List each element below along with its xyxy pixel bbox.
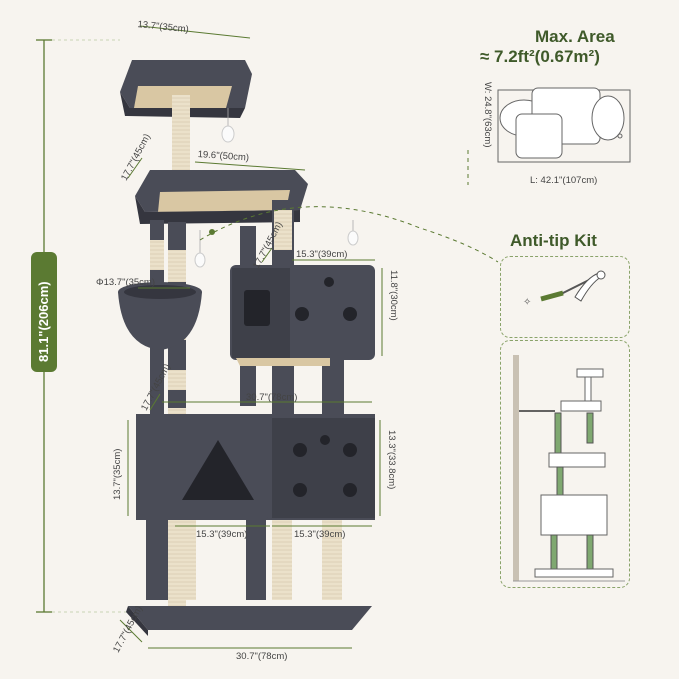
max-area-value: ≈ 7.2ft²(0.67m²) xyxy=(480,47,600,66)
condo-height-upper-label: 11.8"(30cm) xyxy=(388,270,399,321)
anti-tip-installation-diagram xyxy=(513,355,625,582)
dimension-lines xyxy=(119,25,383,649)
floor-plan-length-label: L: 42.1"(107cm) xyxy=(530,175,598,186)
total-height-badge xyxy=(31,252,57,372)
base-board xyxy=(126,606,372,636)
floor-plan-width-label: W: 24.8"(63cm) xyxy=(482,82,493,148)
lower-condo-width-left-label: 15.3"(39cm) xyxy=(196,529,248,540)
condo-width-upper-label: 15.3"(39cm) xyxy=(296,249,348,260)
upper-condo xyxy=(230,265,375,366)
anti-tip-hardware-diagram: ✧ xyxy=(523,270,606,308)
lower-condo-height-right-label: 13.3"(33.8cm) xyxy=(386,430,397,490)
anti-tip-installation-panel xyxy=(500,340,630,588)
sisal-post-top xyxy=(172,95,190,175)
upper-platform xyxy=(135,170,308,224)
total-height-label: 81.1"(206cm) xyxy=(36,281,51,362)
floor-plan-diagram xyxy=(497,87,631,163)
hammock-basket xyxy=(118,282,202,350)
base-width-label: 30.7"(78cm) xyxy=(236,651,288,662)
basket-diameter-label: Φ13.7"(35cm) xyxy=(96,277,155,288)
anti-tip-hardware-panel: ✧ xyxy=(500,256,630,338)
middle-deck xyxy=(136,414,375,520)
mid-width-label: 30.7"(78cm) xyxy=(246,392,298,403)
lower-posts xyxy=(146,520,342,600)
lower-condo-width-right-label: 15.3"(39cm) xyxy=(294,529,346,540)
anti-tip-title: Anti-tip Kit xyxy=(510,231,597,250)
svg-text:✧: ✧ xyxy=(523,297,531,308)
floor-plan xyxy=(486,76,634,168)
dashed-connectors xyxy=(199,150,499,263)
lower-condo-height-left-label: 13.7"(35cm) xyxy=(112,448,123,500)
max-area-title: Max. Area xyxy=(535,27,615,46)
